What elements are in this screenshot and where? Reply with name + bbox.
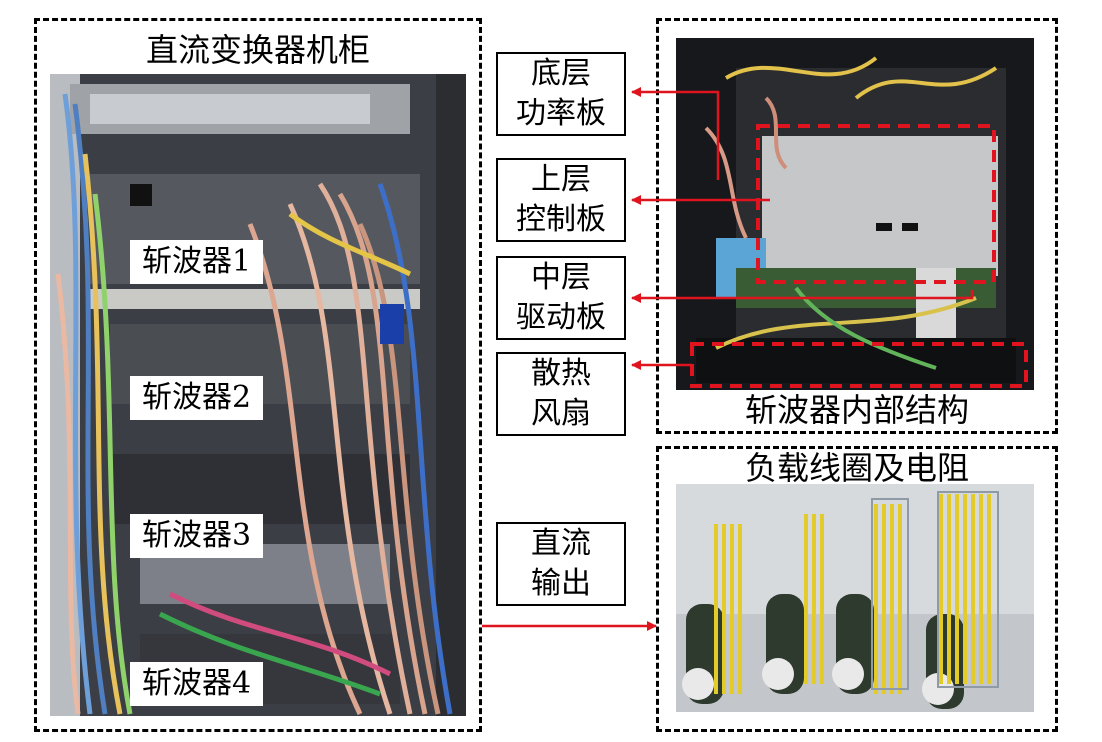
load-panel	[656, 446, 1058, 732]
chopper-3-label: 斩波器3	[130, 514, 264, 558]
chopper-internal-photo	[676, 38, 1034, 390]
cabinet-title: 直流变换器机柜	[145, 31, 370, 69]
load-photo	[676, 484, 1034, 712]
dc-output-line1: 直流	[531, 526, 591, 561]
middle-drive-board-line1: 中层	[531, 260, 591, 295]
load-title: 负载线圈及电阻	[744, 449, 969, 487]
upper-control-board-line2: 控制板	[516, 202, 606, 237]
bottom-power-board-line2: 功率板	[516, 96, 606, 131]
cooling-fan-line1: 散热	[531, 356, 591, 391]
middle-drive-board-line2: 驱动板	[516, 300, 606, 335]
dc-output-line2: 输出	[531, 566, 591, 601]
cabinet-panel	[34, 18, 482, 732]
cooling-fan-line2: 风扇	[531, 396, 591, 431]
chopper-1-label: 斩波器1	[130, 240, 264, 284]
dc-output-label: 直流 输出	[496, 522, 626, 606]
upper-control-board-line1: 上层	[531, 162, 591, 197]
chopper-4-label: 斩波器4	[130, 662, 264, 706]
chopper-2-label: 斩波器2	[130, 376, 264, 420]
chopper-internal-title: 斩波器内部结构	[744, 391, 969, 429]
cooling-fan-label: 散热 风扇	[496, 352, 626, 436]
upper-control-board-label: 上层 控制板	[496, 158, 626, 242]
chopper-internal-panel	[656, 18, 1058, 434]
bottom-power-board-label: 底层 功率板	[496, 52, 626, 136]
middle-drive-board-label: 中层 驱动板	[496, 256, 626, 340]
bottom-power-board-line1: 底层	[531, 56, 591, 91]
